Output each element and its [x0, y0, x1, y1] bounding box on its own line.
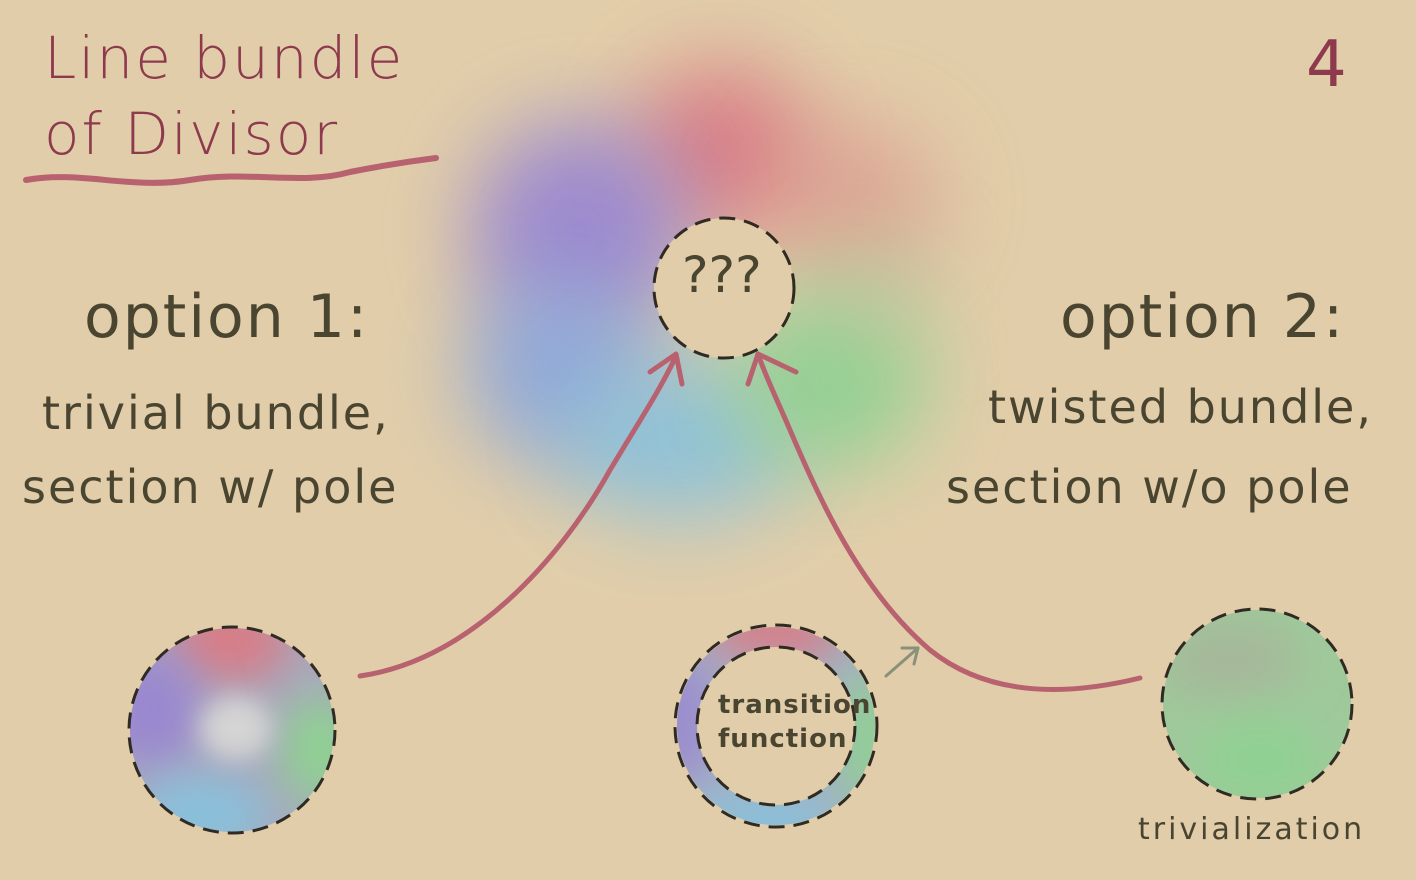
transition-ring — [673, 623, 879, 829]
option1-line1: trivial bundle, — [42, 386, 390, 440]
title-underline — [23, 155, 439, 186]
trivialization-disk — [1160, 607, 1354, 801]
ring-label-line-2: function — [718, 724, 848, 754]
question-marks: ??? — [682, 246, 762, 304]
section-with-pole-disk — [127, 625, 337, 835]
arrow-option1 — [357, 351, 685, 679]
ring-label-line-1: transition — [718, 690, 872, 720]
option2-heading: option 2: — [1060, 282, 1346, 352]
title-line-1: Line bundle — [44, 24, 405, 92]
transition-arrow — [884, 646, 920, 678]
option1-line2: section w/ pole — [22, 460, 399, 514]
option1-heading: option 1: — [84, 282, 370, 352]
color-field — [465, 65, 940, 520]
title-line-2: of Divisor — [44, 100, 340, 168]
arrow-option2 — [745, 351, 1143, 692]
option2-line2: section w/o pole — [946, 460, 1353, 514]
page-number: 4 — [1306, 28, 1349, 102]
option2-line1: twisted bundle, — [988, 380, 1373, 434]
trivialization-label: trivialization — [1138, 812, 1366, 847]
unknown-circle — [652, 216, 796, 360]
